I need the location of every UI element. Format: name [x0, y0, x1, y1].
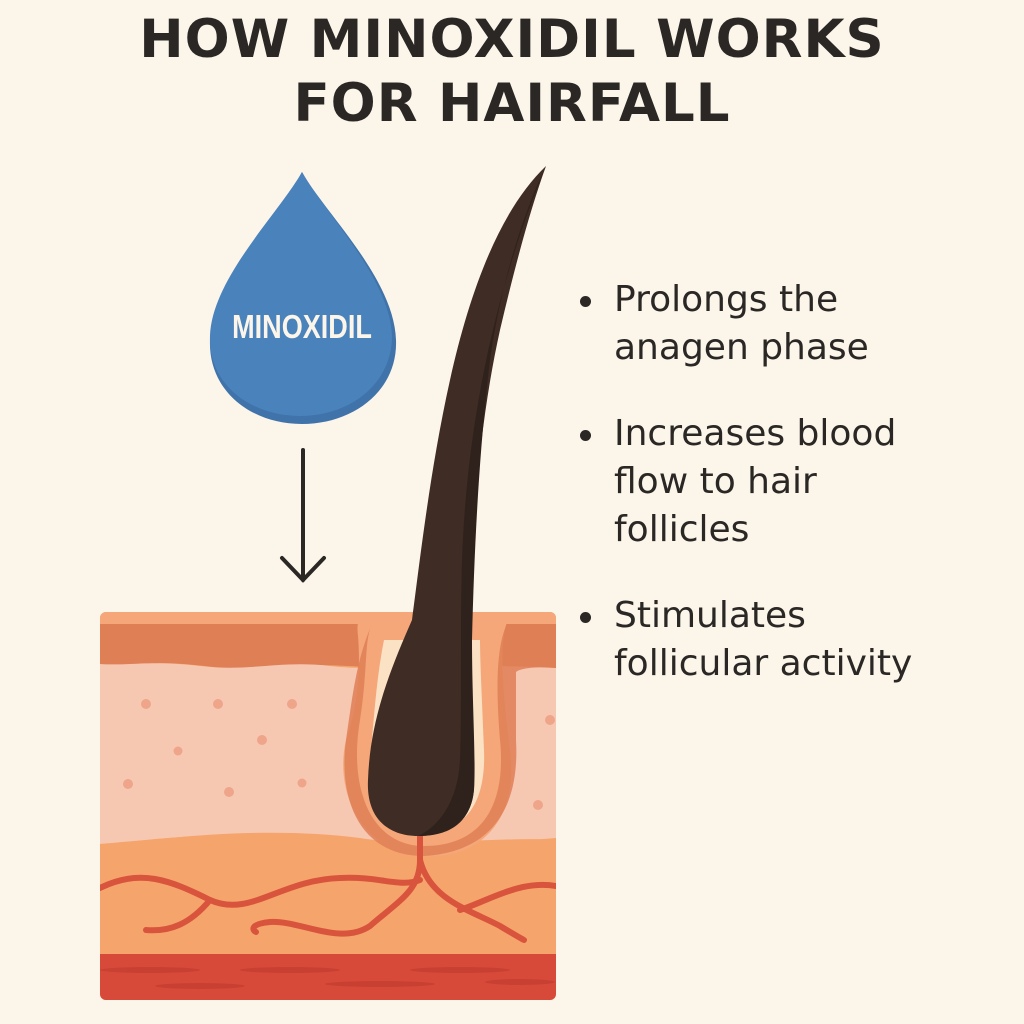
title-line-1: HOW MINOXIDIL WORKS [139, 9, 885, 70]
benefit-text-line: Increases blood [614, 413, 897, 454]
blood-vessels [100, 817, 556, 943]
hypodermis-layer [100, 834, 556, 955]
arrow-down-icon [280, 448, 326, 583]
benefit-item: Prolongs the anagen phase [578, 276, 998, 372]
benefit-text-line: follicles [614, 509, 750, 550]
bullet-icon [580, 296, 591, 307]
muscle-layer [100, 954, 556, 1000]
drop-label: MINOXIDIL [232, 308, 372, 345]
hair-strand [367, 166, 546, 836]
benefit-text-line: Stimulates [614, 595, 806, 636]
water-drop-icon [209, 172, 397, 424]
skin-cross-section [100, 612, 556, 1000]
benefit-item: Increases blood flow to hair follicles [578, 410, 998, 554]
title-line-2: FOR HAIRFALL [293, 73, 731, 134]
benefit-text-line: anagen phase [614, 327, 869, 368]
follicle-sheath-middle [344, 624, 556, 856]
bullet-icon [580, 430, 591, 441]
dermis-dots [123, 699, 555, 810]
benefit-text-line: follicular activity [614, 643, 913, 684]
benefit-text-line: flow to hair [614, 461, 817, 502]
benefit-item: Stimulates follicular activity [578, 592, 998, 688]
bullet-icon [580, 612, 591, 623]
benefits-list: Prolongs the anagen phase Increases bloo… [578, 276, 998, 726]
page-title: HOW MINOXIDIL WORKS FOR HAIRFALL [0, 8, 1024, 136]
benefit-text-line: Prolongs the [614, 279, 839, 320]
